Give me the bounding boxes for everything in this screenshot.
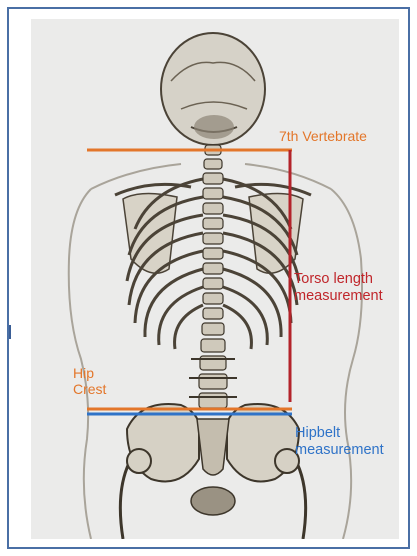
hipbelt-label: Hipbelt measurement — [295, 425, 384, 459]
image-frame: 7th Vertebrate Torso length measurement … — [7, 7, 410, 549]
torso-length-label: Torso length measurement — [294, 271, 383, 305]
torso-length-label-line2: measurement — [294, 288, 383, 305]
hipbelt-label-line1: Hipbelt — [295, 425, 384, 442]
hip-crest-label-line2: Crest — [73, 381, 106, 397]
torso-length-label-line1: Torso length — [294, 271, 383, 288]
vertebrate-label: 7th Vertebrate — [279, 128, 367, 144]
hip-crest-label: Hip Crest — [73, 365, 106, 397]
hip-crest-label-line1: Hip — [73, 365, 106, 381]
hipbelt-label-line2: measurement — [295, 442, 384, 459]
